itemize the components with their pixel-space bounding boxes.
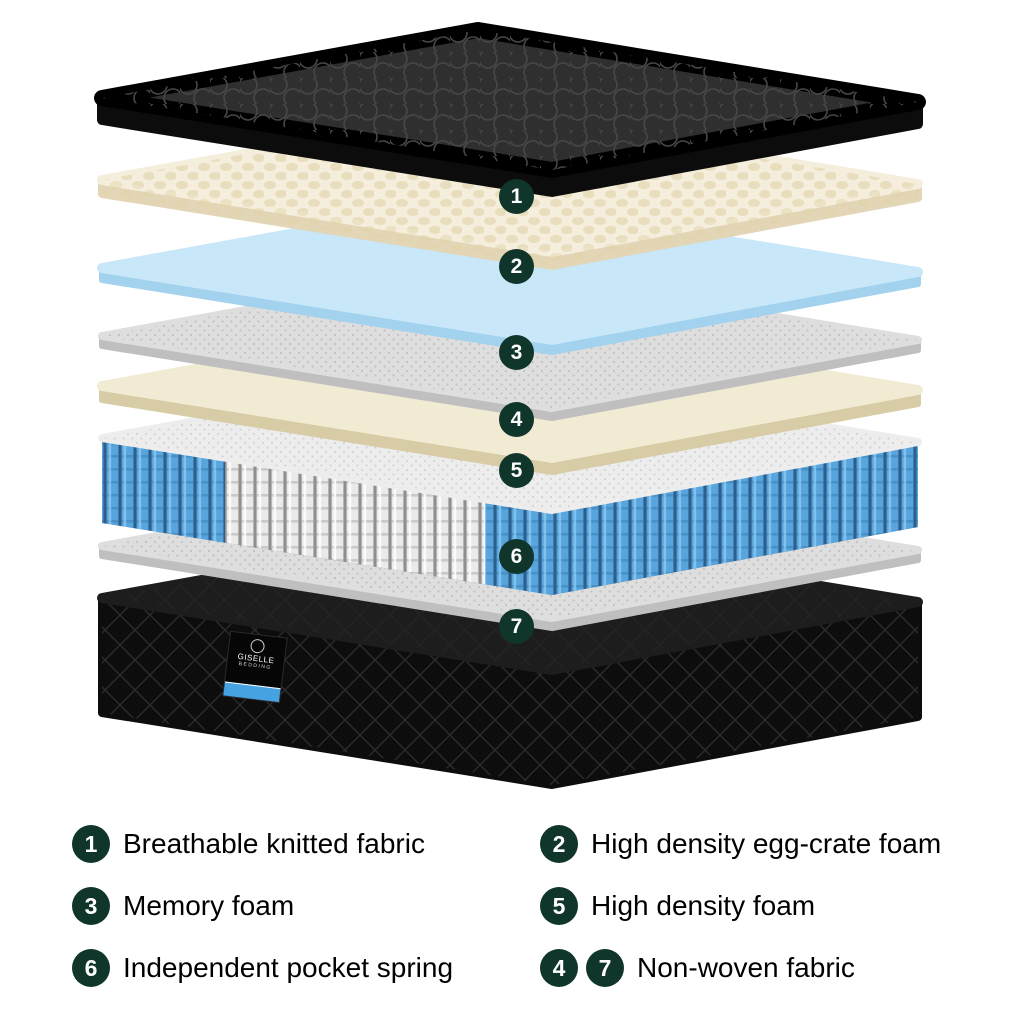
legend-badges: 6: [72, 949, 110, 987]
layer-1-knitted-fabric-top: [94, 22, 926, 197]
layer-callout-2: 2: [499, 249, 534, 284]
legend-badge-6: 6: [72, 949, 110, 987]
legend-badge-7: 7: [586, 949, 624, 987]
legend-label: Independent pocket spring: [123, 952, 454, 983]
legend-badges: 3: [72, 887, 110, 925]
legend-badges: 5: [540, 887, 578, 925]
legend-item-breathable-knitted-fabric: 1 Breathable knitted fabric: [72, 822, 540, 866]
legend-label: Breathable knitted fabric: [123, 828, 425, 859]
layer-callout-5: 5: [499, 453, 534, 488]
legend-badge-3: 3: [72, 887, 110, 925]
layer-callout-7: 7: [499, 609, 534, 644]
legend-label: Non-woven fabric: [637, 952, 855, 983]
legend: 1 Breathable knitted fabric 2 High densi…: [72, 822, 984, 990]
legend-item-egg-crate-foam: 2 High density egg-crate foam: [540, 822, 984, 866]
brand-label: GISELLE BEDDING: [222, 630, 288, 704]
legend-label: High density foam: [591, 890, 816, 921]
mattress-exploded-diagram: 1 2 3 4 5 6 7 GISELLE BEDDING: [94, 22, 926, 789]
legend-badges: 4 7: [540, 949, 624, 987]
legend-badges: 1: [72, 825, 110, 863]
legend-label: Memory foam: [123, 890, 295, 921]
layer-callout-6: 6: [499, 539, 534, 574]
legend-item-non-woven-fabric: 4 7 Non-woven fabric: [540, 946, 984, 990]
legend-item-pocket-spring: 6 Independent pocket spring: [72, 946, 540, 990]
legend-badge-5: 5: [540, 887, 578, 925]
layer-callout-4: 4: [499, 402, 534, 437]
legend-badge-4: 4: [540, 949, 578, 987]
legend-badge-2: 2: [540, 825, 578, 863]
legend-badge-1: 1: [72, 825, 110, 863]
legend-item-memory-foam: 3 Memory foam: [72, 884, 540, 928]
legend-item-high-density-foam: 5 High density foam: [540, 884, 984, 928]
layer-callout-1: 1: [499, 179, 534, 214]
layer-callout-3: 3: [499, 335, 534, 370]
brand-crest-icon: [249, 638, 266, 654]
legend-badges: 2: [540, 825, 578, 863]
legend-label: High density egg-crate foam: [591, 828, 942, 859]
